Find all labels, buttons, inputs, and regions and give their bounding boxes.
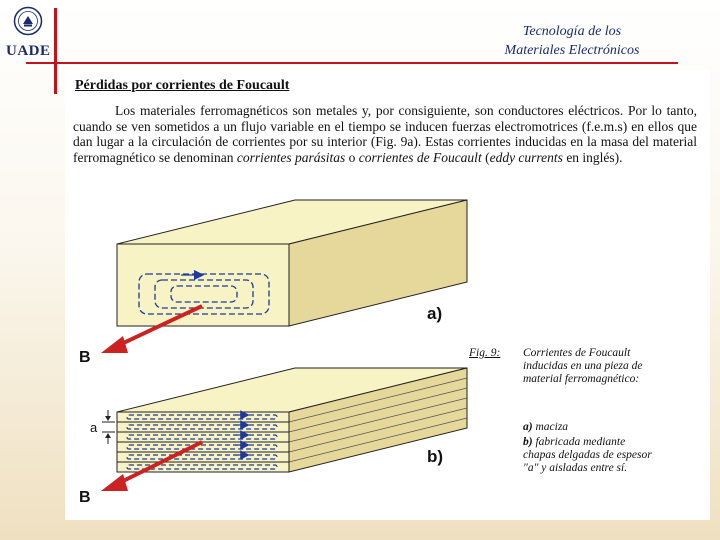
header-vertical-rule <box>54 8 57 94</box>
field-label-b-top: B <box>79 349 91 366</box>
para-text-4: en inglés). <box>562 149 623 165</box>
field-label-b-bottom: B <box>79 489 91 506</box>
term-corrientes-parasitas: corrientes parásitas <box>236 149 346 165</box>
caption-item-b: b) fabricada mediante chapas delgadas de… <box>523 436 653 475</box>
caption-label: Fig. 9: <box>469 347 501 359</box>
course-title: Tecnología de los Materiales Electrónico… <box>442 22 702 60</box>
eddy-current-loops-b <box>126 414 278 470</box>
field-arrow-a <box>101 304 203 353</box>
block-b-lamination-lines <box>117 421 289 463</box>
logo-text: UADE <box>6 43 51 59</box>
section-title: Pérdidas por corrientes de Foucault <box>75 78 290 93</box>
para-text-3: ( <box>481 149 490 165</box>
document-panel: Pérdidas por corrientes de Foucault Los … <box>65 70 710 520</box>
course-title-line2: Materiales Electrónicos <box>504 43 640 58</box>
thickness-dimension <box>102 410 115 444</box>
field-arrow-b <box>101 440 203 491</box>
caption-item-b-key: b) <box>523 436 533 448</box>
course-title-line1: Tecnología de los <box>522 24 622 39</box>
para-text-2: o <box>345 149 359 165</box>
eddy-current-figure: B a) <box>79 199 468 506</box>
label-b: b) <box>427 447 443 466</box>
current-arrows-b <box>235 410 250 460</box>
laminated-block-b <box>116 367 468 473</box>
caption-item-a: a) maciza <box>523 421 653 434</box>
header-horizontal-rule <box>26 62 678 64</box>
para-text-1: Los materiales ferromagnéticos son metal… <box>73 103 697 165</box>
caption-item-a-text: maciza <box>535 421 569 433</box>
university-seal-icon <box>13 6 43 36</box>
caption-description: Corrientes de Foucault inducidas en una … <box>523 347 643 385</box>
caption-item-b-text: fabricada mediante chapas delgadas de es… <box>523 436 652 474</box>
block-b-side-laminations <box>288 377 468 463</box>
solid-block-a <box>116 199 468 327</box>
caption-item-a-key: a) <box>523 421 533 433</box>
term-eddy-currents: eddy currents <box>489 149 563 165</box>
thickness-label: a <box>90 420 98 435</box>
body-paragraph: Los materiales ferromagnéticos son metal… <box>73 103 697 165</box>
block-a-front-face <box>116 243 290 327</box>
uade-logo: UADE <box>6 6 50 60</box>
term-corrientes-foucault: corrientes de Foucault <box>358 149 482 165</box>
label-a: a) <box>427 304 442 323</box>
